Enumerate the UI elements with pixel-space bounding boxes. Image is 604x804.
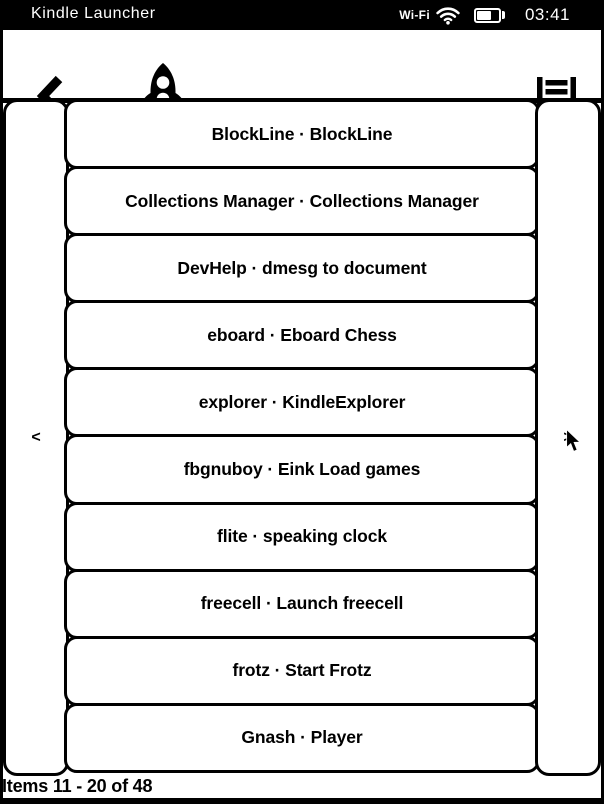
status-bar: Kindle Launcher Wi-Fi 03:41 [0, 0, 604, 30]
list-item-label: freecell · Launch freecell [200, 593, 404, 614]
list-item-freecell[interactable]: freecell · Launch freecell [64, 568, 540, 639]
list-item-label: fbgnuboy · Eink Load games [183, 459, 421, 480]
screen-left-bezel [0, 30, 3, 798]
list-item-fbgnuboy[interactable]: fbgnuboy · Eink Load games [64, 434, 540, 505]
list-item-label: Gnash · Player [241, 727, 363, 748]
prev-page-arrow[interactable]: < [31, 428, 41, 446]
list-item-label: eboard · Eboard Chess [207, 324, 397, 345]
list-item-blockline[interactable]: BlockLine · BlockLine [64, 99, 540, 170]
wifi-label: Wi-Fi [399, 8, 430, 22]
list-item-frotz[interactable]: frotz · Start Frotz [64, 635, 540, 706]
list-item-flite[interactable]: flite · speaking clock [64, 501, 540, 572]
list-item-eboard[interactable]: eboard · Eboard Chess [64, 300, 540, 371]
prev-page-panel[interactable]: < [3, 99, 69, 776]
list-item-label: frotz · Start Frotz [232, 660, 372, 681]
battery-nub [501, 11, 505, 19]
list-item-label: flite · speaking clock [217, 526, 387, 547]
list-item-gnash[interactable]: Gnash · Player [64, 702, 540, 773]
status-bar-title: Kindle Launcher [31, 5, 156, 22]
battery-body [473, 7, 501, 23]
app-list: BlockLine · BlockLine Collections Manage… [64, 99, 540, 773]
footer: Items 11 - 20 of 48 [2, 775, 602, 798]
wifi-signal-icon [436, 6, 460, 25]
battery-level-icon [473, 7, 505, 23]
bottom-bezel [0, 798, 604, 804]
next-page-arrow[interactable]: > [563, 428, 573, 446]
list-item-label: BlockLine · BlockLine [211, 123, 393, 144]
screen-right-bezel [601, 30, 604, 798]
clock-time: 03:41 [524, 5, 570, 24]
items-range-status: Items 11 - 20 of 48 [2, 776, 153, 796]
list-item-devhelp[interactable]: DevHelp · dmesg to document [64, 233, 540, 304]
list-item-label: Collections Manager · Collections Manage… [125, 190, 479, 211]
next-page-panel[interactable]: > [535, 99, 601, 776]
status-bar-right-cluster: Wi-Fi 03:41 [399, 5, 570, 25]
list-item-explorer[interactable]: explorer · KindleExplorer [64, 367, 540, 438]
header-toolbar [0, 30, 604, 123]
battery-fill [476, 10, 491, 20]
list-item-label: DevHelp · dmesg to document [177, 257, 427, 278]
list-item-label: explorer · KindleExplorer [198, 391, 406, 412]
list-item-collections-manager[interactable]: Collections Manager · Collections Manage… [64, 166, 540, 237]
